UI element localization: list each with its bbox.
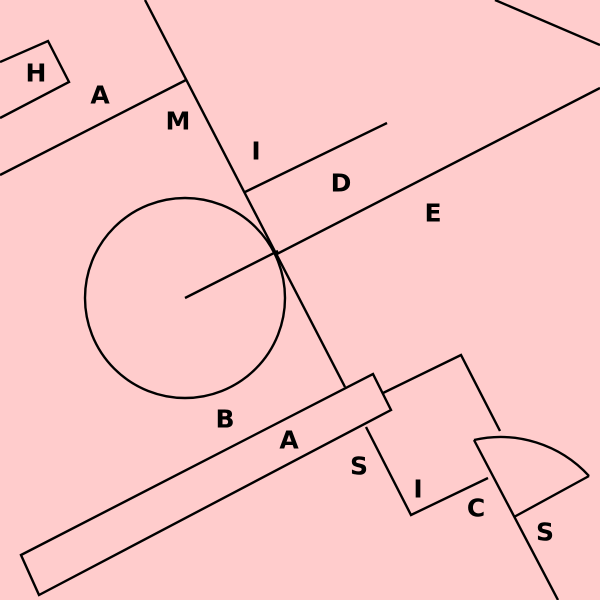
lower-diagonal-line — [472, 439, 560, 600]
main-diagonal-line — [143, 0, 347, 388]
letter-a-top: A — [90, 81, 110, 110]
letter-i-bottom: I — [413, 475, 422, 504]
corner-triangle-edge — [494, 0, 600, 47]
h-box-outline — [0, 39, 71, 120]
d-bar-top-line — [244, 121, 388, 194]
upper-left-band-line — [0, 78, 187, 177]
e-long-line — [274, 86, 600, 257]
letter-s-left: S — [350, 452, 368, 481]
s-i-c-frame — [382, 353, 502, 432]
letter-a-bottom: A — [279, 426, 299, 455]
quarter-circle — [473, 435, 590, 477]
letter-b: B — [215, 405, 234, 434]
letter-i-top: I — [251, 137, 260, 166]
letter-m: M — [166, 107, 191, 136]
letter-h: H — [26, 59, 47, 88]
letter-d: D — [331, 169, 352, 198]
long-tilted-rectangle — [19, 372, 393, 597]
letter-e: E — [424, 199, 441, 228]
letter-c: C — [467, 494, 485, 523]
s-i-c-frame-bottom — [364, 426, 489, 517]
letter-s-right: S — [536, 518, 554, 547]
circle-radius-line — [184, 249, 279, 300]
quarter-circle-chord — [513, 474, 590, 519]
circle-shape — [83, 196, 287, 400]
